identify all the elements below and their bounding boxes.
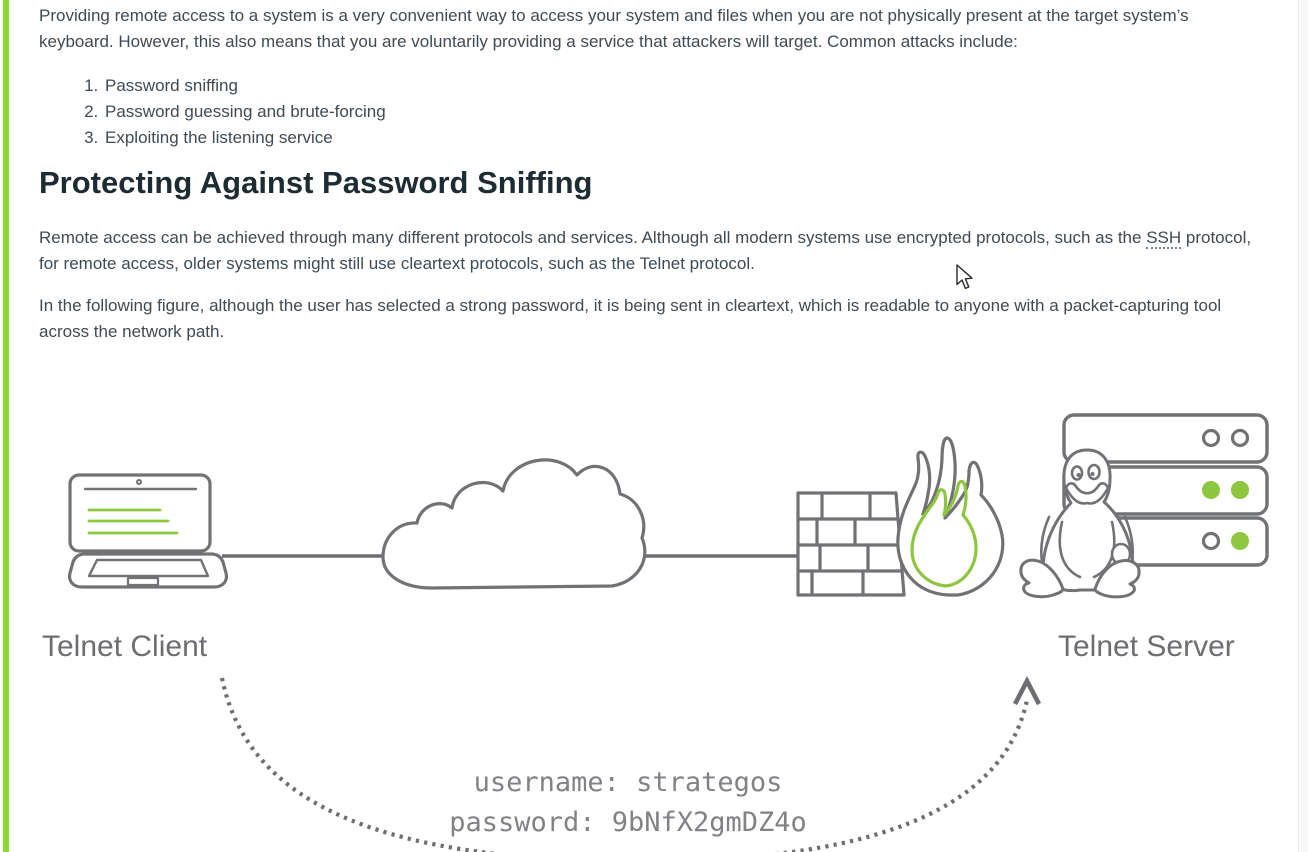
- server-led-on: [1231, 532, 1249, 550]
- protocols-paragraph: Remote access can be achieved through ma…: [39, 225, 1263, 277]
- attack-list: Password sniffing Password guessing and …: [39, 73, 1263, 151]
- firewall-icon: [796, 491, 906, 597]
- paragraph-text: Remote access can be achieved through ma…: [39, 228, 1147, 247]
- paragraph-text: protocol, for remote access, older syste…: [39, 228, 1252, 273]
- figure-canvas: [67, 413, 1269, 852]
- page-title: Protecting Against Password Sniffing: [39, 165, 593, 200]
- arrowhead-icon: [1012, 676, 1042, 706]
- password-line: password: 9bNfX2gmDZ4o: [449, 807, 807, 838]
- laptop-screen-lines: [87, 508, 179, 535]
- server-led-on: [1231, 481, 1249, 499]
- cloud-icon: [381, 458, 647, 590]
- server-led-off: [1201, 428, 1221, 448]
- flame-inner-green: [910, 479, 978, 588]
- list-item-text: Password sniffing: [105, 76, 238, 95]
- server-led-off: [1230, 428, 1250, 448]
- tux-penguin-icon: [1019, 448, 1141, 599]
- list-item-text: Password guessing and brute-forcing: [105, 102, 386, 121]
- client-label: Telnet Client: [42, 630, 208, 663]
- flame-icon: [896, 436, 1005, 597]
- list-item: Password sniffing: [103, 73, 1263, 99]
- list-item: Exploiting the listening service: [103, 125, 1263, 151]
- mouse-cursor-icon: [956, 264, 973, 290]
- list-item-text: Exploiting the listening service: [105, 128, 333, 147]
- list-item: Password guessing and brute-forcing: [103, 99, 1263, 125]
- username-line: username: strategos: [473, 767, 783, 798]
- telnet-cleartext-figure: Telnet Client Telnet Server username: st…: [0, 397, 1308, 852]
- scrollbar[interactable]: [1298, 0, 1308, 852]
- cleartext-credentials: username: strategos password: 9bNfX2gmDZ…: [428, 763, 828, 843]
- server-led-on: [1202, 481, 1220, 499]
- dotted-arrow: [219, 676, 1042, 852]
- laptop-icon: [67, 473, 229, 589]
- intro-paragraph: Providing remote access to a system is a…: [39, 6, 1189, 51]
- left-accent-bar: [3, 0, 9, 852]
- server-label: Telnet Server: [1058, 630, 1235, 663]
- ssh-glossary-term[interactable]: SSH: [1146, 228, 1182, 249]
- figure-intro-paragraph: In the following figure, although the us…: [39, 296, 1222, 341]
- server-led-off: [1201, 531, 1221, 551]
